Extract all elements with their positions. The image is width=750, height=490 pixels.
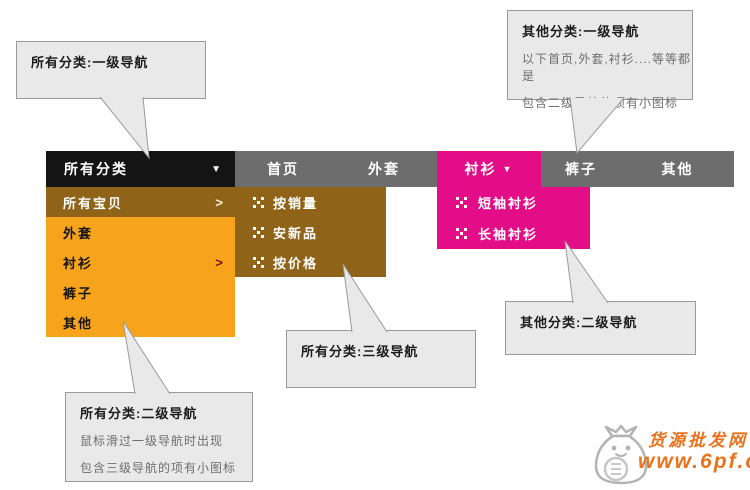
menu-item-shirts[interactable]: 衬衫 > — [46, 247, 235, 277]
chevron-right-icon: > — [215, 254, 223, 270]
nav-item-home[interactable]: 首页 — [235, 151, 331, 187]
nav-item-shirts[interactable]: 衬衫 ▼ — [437, 151, 541, 187]
shirts-dropdown: 短袖衬衫 长袖衬衫 — [437, 187, 590, 249]
menu-item-by-sales[interactable]: 按销量 — [235, 187, 386, 217]
callout-other-categories-level1: 其他分类:一级导航 以下首页,外套,衬衫....等等都是 包含二级导航的项有小图… — [507, 10, 693, 110]
menu-item-by-new[interactable]: 安新品 — [235, 217, 386, 247]
nav-item-label: 外套 — [368, 161, 400, 177]
watermark-site-url: www.6pf.cn — [638, 450, 750, 473]
callout-all-categories-level1: 所有分类:一级导航 — [16, 41, 206, 99]
nav-item-pants[interactable]: 裤子 — [541, 151, 621, 187]
callout-note: 以下首页,外套,衬衫....等等都是 — [522, 52, 692, 83]
watermark-site-name: 货源批发网 — [648, 431, 748, 450]
checker-x-icon — [456, 197, 467, 208]
menu-item-label: 裤子 — [63, 285, 94, 301]
nav-item-others[interactable]: 其他 — [621, 151, 734, 187]
callout-all-categories-level3: 所有分类:三级导航 — [286, 330, 476, 388]
menu-item-coats[interactable]: 外套 — [46, 217, 235, 247]
money-bag-icon — [592, 422, 650, 490]
checker-x-icon — [253, 196, 264, 208]
checker-x-icon — [253, 226, 264, 238]
checker-x-icon — [456, 228, 467, 239]
callout-title: 所有分类:三级导航 — [301, 344, 419, 359]
all-categories-label: 所有分类 — [64, 161, 128, 177]
callout-note: 包含二级导航的项有小图标 — [522, 96, 679, 110]
callout-title: 其他分类:二级导航 — [520, 315, 638, 330]
nav-item-label: 裤子 — [565, 161, 597, 177]
nav-item-label: 首页 — [267, 161, 299, 177]
checker-x-icon — [253, 256, 264, 268]
callout-tail — [99, 96, 150, 160]
menu-item-all-items[interactable]: 所有宝贝 > — [46, 187, 235, 217]
menu-item-label: 长袖衬衫 — [478, 227, 539, 242]
callout-tail — [564, 240, 609, 304]
nav-item-label: 衬衫 — [464, 161, 497, 177]
all-categories-header[interactable]: 所有分类 ▼ — [46, 151, 235, 187]
level3-sort-menu: 按销量 安新品 按价格 — [235, 187, 386, 277]
main-navbar: 首页 外套 衬衫 ▼ 裤子 其他 — [235, 151, 734, 187]
menu-item-others[interactable]: 其他 — [46, 307, 235, 337]
chevron-down-icon: ▼ — [502, 164, 514, 174]
chevron-down-icon: ▼ — [211, 163, 221, 175]
nav-item-label: 其他 — [661, 161, 694, 177]
callout-note: 包含三级导航的项有小图标 — [80, 461, 237, 475]
menu-item-short-sleeve[interactable]: 短袖衬衫 — [437, 187, 590, 218]
callout-note: 鼠标滑过一级导航时出现 — [80, 434, 224, 448]
menu-item-label: 按价格 — [273, 255, 319, 271]
menu-item-label: 按销量 — [273, 195, 319, 211]
callout-all-categories-level2: 所有分类:二级导航 鼠标滑过一级导航时出现 包含三级导航的项有小图标 — [65, 392, 253, 482]
callout-title: 其他分类:一级导航 — [522, 24, 640, 39]
menu-item-label: 安新品 — [273, 225, 319, 241]
callout-other-categories-level2: 其他分类:二级导航 — [505, 301, 696, 355]
menu-item-label: 短袖衬衫 — [478, 196, 539, 211]
all-categories-dropdown: 所有宝贝 > 外套 衬衫 > 裤子 其他 — [46, 187, 235, 337]
menu-item-label: 所有宝贝 — [63, 195, 124, 211]
menu-item-label: 外套 — [63, 225, 94, 241]
nav-item-coats[interactable]: 外套 — [331, 151, 437, 187]
menu-item-by-price[interactable]: 按价格 — [235, 247, 386, 277]
menu-item-label: 其他 — [63, 315, 94, 331]
watermark: 货源批发网 www.6pf.cn — [590, 420, 750, 490]
menu-item-long-sleeve[interactable]: 长袖衬衫 — [437, 218, 590, 249]
callout-title: 所有分类:一级导航 — [31, 55, 149, 70]
callout-title: 所有分类:二级导航 — [80, 406, 198, 421]
chevron-right-icon: > — [215, 194, 223, 210]
menu-item-label: 衬衫 — [63, 255, 94, 271]
menu-item-pants[interactable]: 裤子 — [46, 277, 235, 307]
